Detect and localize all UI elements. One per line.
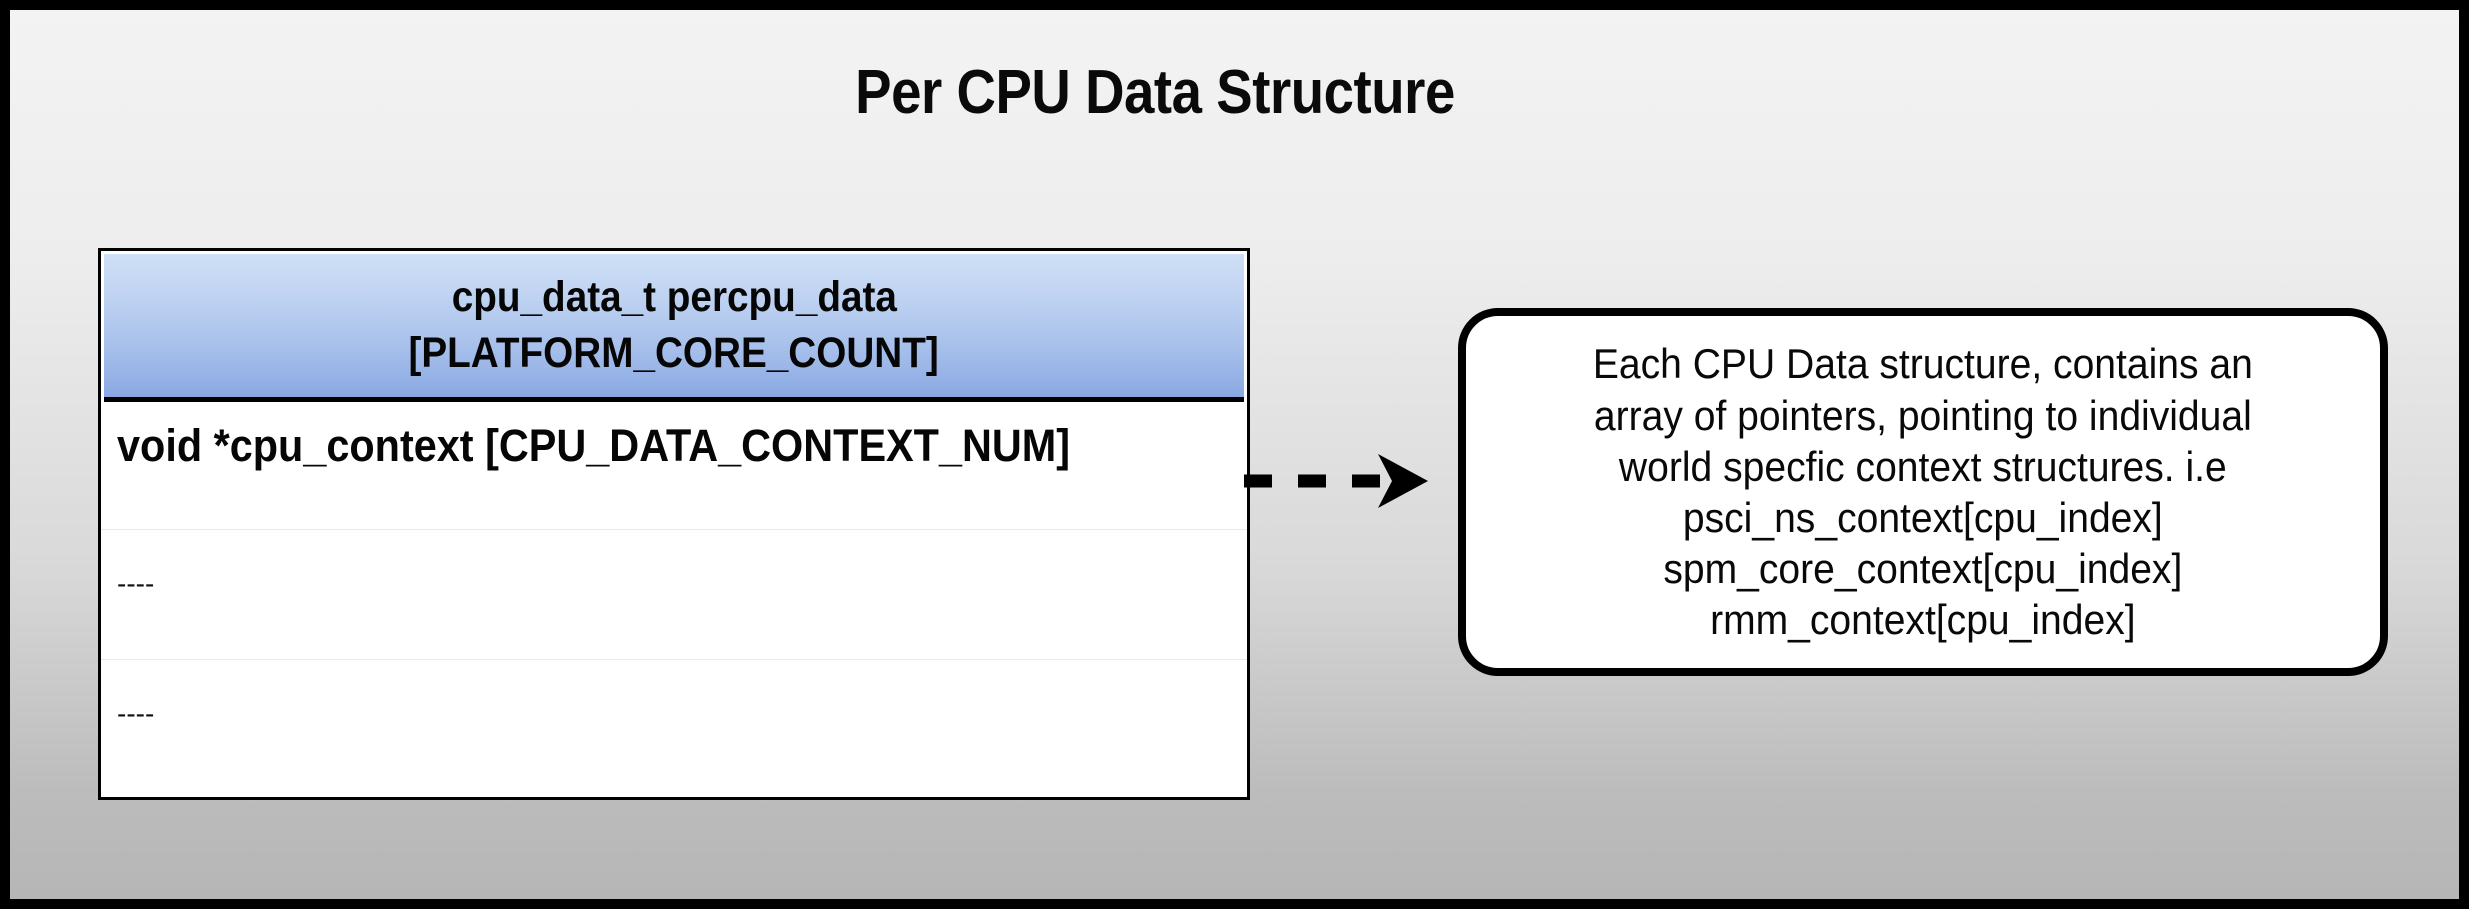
table-cell-placeholder-1: ---- bbox=[117, 568, 155, 599]
callout-line-1: Each CPU Data structure, contains an bbox=[1592, 340, 2254, 388]
table-row: void *cpu_context [CPU_DATA_CONTEXT_NUM] bbox=[101, 402, 1247, 530]
callout-line-6: rmm_context[cpu_index] bbox=[1710, 596, 2136, 644]
table-row: ---- bbox=[101, 660, 1247, 800]
table-row: ---- bbox=[101, 530, 1247, 660]
table-header-line-2: [PLATFORM_CORE_COUNT] bbox=[408, 328, 940, 377]
callout-line-4: psci_ns_context[cpu_index] bbox=[1683, 494, 2163, 541]
callout-note: Each CPU Data structure, contains an arr… bbox=[1458, 308, 2388, 676]
page-title: Per CPU Data Structure bbox=[855, 58, 1455, 127]
table-header: cpu_data_t percpu_data [PLATFORM_CORE_CO… bbox=[104, 254, 1244, 402]
table-header-line-1: cpu_data_t percpu_data bbox=[451, 273, 897, 322]
percpu-data-table: cpu_data_t percpu_data [PLATFORM_CORE_CO… bbox=[98, 248, 1250, 800]
table-cell-cpu-context: void *cpu_context [CPU_DATA_CONTEXT_NUM] bbox=[117, 420, 1071, 471]
table-body: void *cpu_context [CPU_DATA_CONTEXT_NUM]… bbox=[101, 402, 1247, 797]
callout-note-text: Each CPU Data structure, contains an arr… bbox=[1569, 338, 2277, 645]
callout-line-3: world specfic context structures. i.e bbox=[1619, 442, 2227, 490]
callout-line-5: spm_core_context[cpu_index] bbox=[1663, 545, 2183, 593]
dashed-arrow-icon bbox=[1244, 454, 1428, 508]
table-cell-placeholder-2: ---- bbox=[117, 698, 155, 729]
callout-line-2: array of pointers, pointing to individua… bbox=[1594, 391, 2252, 439]
